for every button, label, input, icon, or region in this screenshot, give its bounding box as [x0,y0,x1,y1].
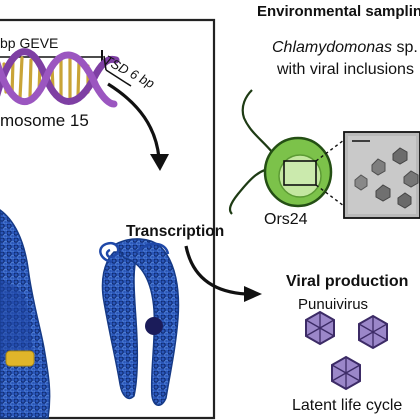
species-line: Chlamydomonas sp. [272,40,418,56]
transcription-label: Transcription [126,223,225,240]
virus-name: Punuivirus [298,296,369,313]
strain-label: Ors24 [264,211,308,228]
production-heading: Viral production [286,273,409,290]
virion-icon [305,310,335,346]
dna-helix-icon [0,48,120,108]
cell-icon [228,89,345,215]
species-name: Chlamydomonas [272,39,393,56]
arrow-icon [107,82,169,171]
species-subtitle: with viral inclusions [277,61,414,78]
micrograph-inset [343,131,420,219]
virion-icon [331,355,361,391]
tsd-bracket [103,55,132,87]
sampling-heading: Environmental samplin [257,3,420,20]
arrow-icon [184,245,262,302]
lifecycle-label: Latent life cycle [292,397,403,414]
species-suffix: sp. [392,39,418,56]
panel-frame [0,18,216,420]
geve-label: bp GEVE [0,35,59,51]
chromosome-label: mosome 15 [0,111,89,130]
chromosome-icon [0,209,180,419]
virion-icon [358,314,388,350]
